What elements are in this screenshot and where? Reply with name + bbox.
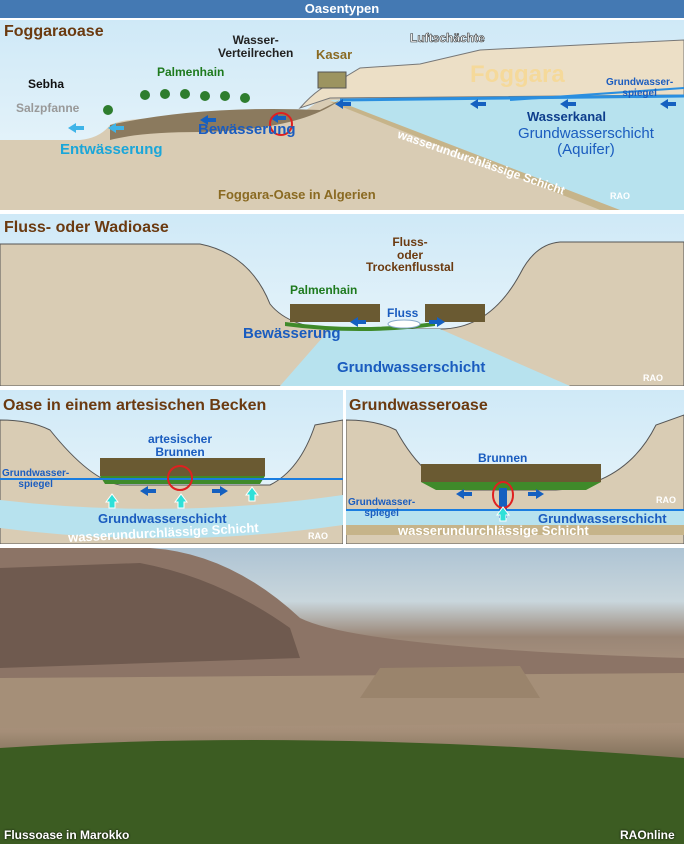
sebha-label: Sebha xyxy=(28,77,65,91)
gw-line2: spiegel xyxy=(622,87,657,99)
groundwater-panel: Grundwasseroase Brunnen Grundwasser-spie… xyxy=(346,390,684,544)
tal-line2: oder xyxy=(396,247,423,262)
page-title: Oasentypen xyxy=(0,0,684,18)
gw-line1: Grundwasser- xyxy=(348,497,416,508)
verteilrechen-label: Wasser-Verteilrechen xyxy=(218,34,293,59)
entwaesserung-label: Entwässerung xyxy=(60,141,163,158)
tal-line1: Fluss- xyxy=(392,235,428,249)
fluss-label: Fluss xyxy=(387,306,419,320)
palmenhain-label: Palmenhain xyxy=(157,65,225,79)
grundwasserspiegel-label: Grundwasser-spiegel xyxy=(2,468,70,490)
kasar-label: Kasar xyxy=(316,47,353,62)
credit: RAO xyxy=(643,373,663,383)
gw-line1: Grundwasser- xyxy=(606,77,674,88)
undurchlaessige-schicht-label: wasserundurchlässige Schicht xyxy=(398,523,589,538)
foggara-diagram xyxy=(0,39,684,210)
gw-line2: spiegel xyxy=(18,478,53,490)
photo-flussoase-marokko: Flussoase in Marokko RAOnline xyxy=(0,548,684,844)
foggara-panel: Foggaraoase Sebha Salzpfanne Palmenhain … xyxy=(0,20,684,210)
caption: Foggara-Oase in Algerien xyxy=(218,187,376,202)
foggara-heading: Foggaraoase xyxy=(4,23,104,40)
wasserkanal-label: Wasserkanal xyxy=(527,109,607,124)
credit: RAO xyxy=(656,495,676,505)
groundwater-diagram xyxy=(346,414,684,544)
brunnen-label: Brunnen xyxy=(478,451,528,465)
brunnen-line2: Brunnen xyxy=(155,444,205,459)
salzpfanne-label: Salzpfanne xyxy=(16,101,80,115)
palmenhain-label: Palmenhain xyxy=(290,283,358,297)
artesian-panel: Oase in einem artesischen Becken artesis… xyxy=(0,390,343,544)
photo-caption: Flussoase in Marokko xyxy=(4,828,130,842)
artesian-diagram xyxy=(0,419,343,544)
brunnen-line1: artesischer xyxy=(147,432,213,446)
landscape xyxy=(0,548,684,844)
tal-line3: Trockenflusstal xyxy=(365,260,455,275)
verteilrechen-line2: Verteilrechen xyxy=(218,45,294,60)
grundwasserschicht-label: Grundwasserschicht(Aquifer) xyxy=(518,126,654,158)
credit: RAO xyxy=(308,531,328,541)
wadi-heading: Fluss- oder Wadioase xyxy=(4,219,169,236)
bewaesserung-label: Bewässerung xyxy=(198,121,296,138)
gw-line1: Grundwasser- xyxy=(2,468,70,479)
grundwasserschicht-label: Grundwasserschicht xyxy=(337,359,486,376)
gw-line2: spiegel xyxy=(364,507,399,519)
grundwasserspiegel-label: Grundwasser-spiegel xyxy=(348,497,416,519)
luftschaechte-label: Luftschächte xyxy=(410,31,485,45)
verteilrechen-line1: Wasser- xyxy=(232,33,279,47)
artesian-heading: Oase in einem artesischen Becken xyxy=(3,397,267,414)
grundwasserschicht-label: Grundwasserschicht xyxy=(538,511,667,526)
wadi-diagram xyxy=(0,241,684,386)
bewaesserung-label: Bewässerung xyxy=(243,325,341,342)
foggara-label: Foggara xyxy=(470,61,565,88)
groundwater-heading: Grundwasseroase xyxy=(349,397,488,414)
credit: RAO xyxy=(610,191,630,201)
grundwasserspiegel-label: Grundwasser-spiegel xyxy=(606,77,674,99)
grundwasserschicht-label: Grundwasserschicht xyxy=(98,511,227,526)
schicht-line2: (Aquifer) xyxy=(557,140,615,158)
photo-credit: RAOnline xyxy=(620,828,675,842)
schicht-line1: Grundwasserschicht xyxy=(518,125,654,142)
